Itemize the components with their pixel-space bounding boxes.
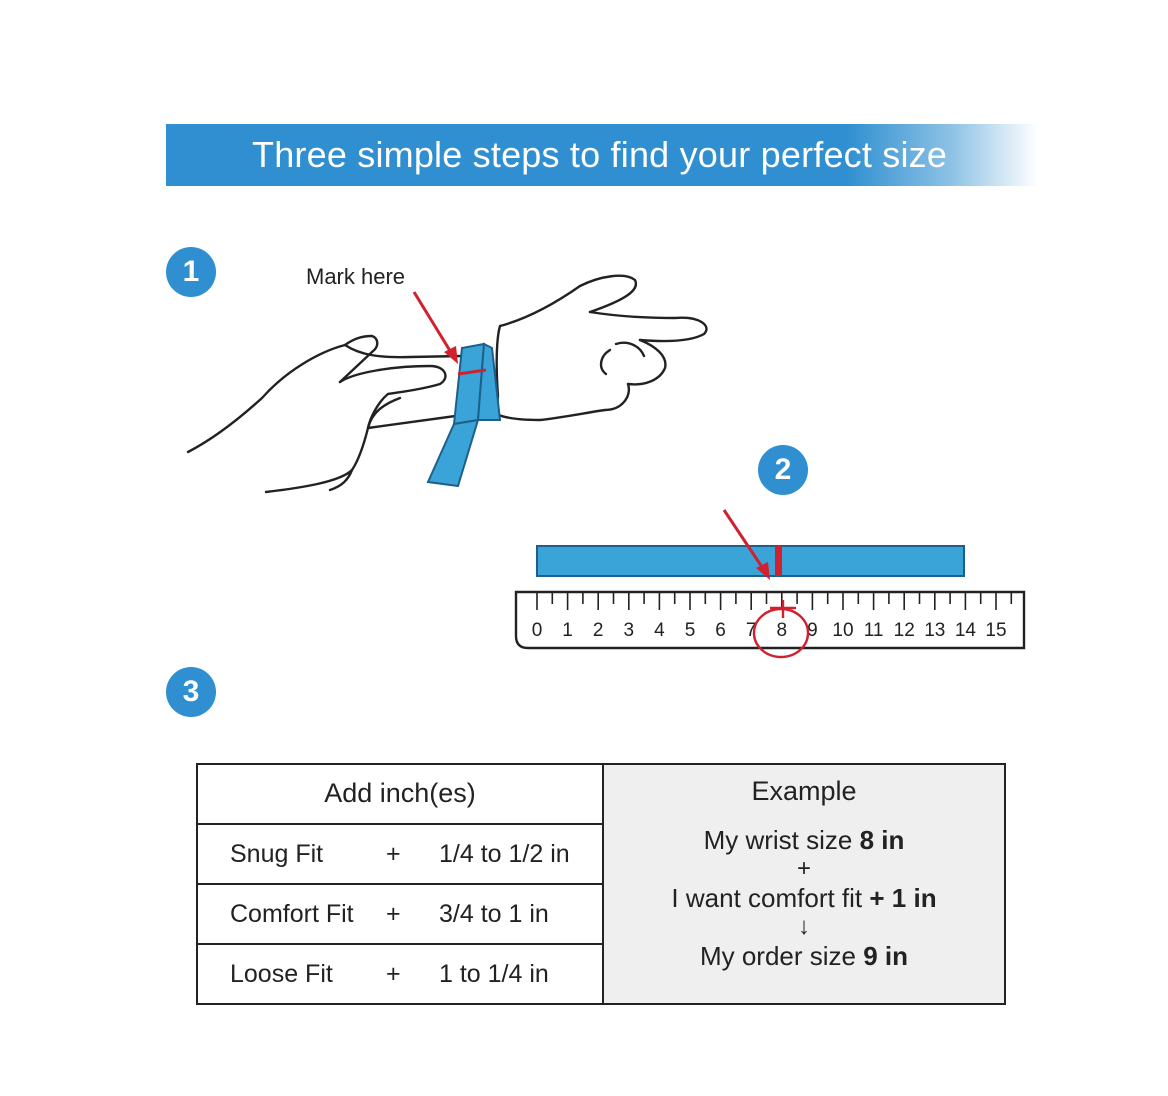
- fit-name: Loose Fit: [230, 960, 333, 988]
- example-fit-line: I want comfort fit + 1 in: [604, 883, 1004, 913]
- example-wrist-line: My wrist size 8 in: [604, 825, 1004, 855]
- ruler-tick-label: 12: [894, 620, 915, 641]
- ruler-tick-label: 9: [807, 620, 818, 641]
- ruler-tick-label: 3: [624, 620, 635, 641]
- down-arrow-icon: ↓: [798, 913, 810, 940]
- ruler-tick-label: 7: [746, 620, 757, 641]
- value-highlight-circle: [752, 607, 810, 659]
- ruler-tick-label: 5: [685, 620, 696, 641]
- ruler-tick-label: 1: [562, 620, 573, 641]
- step-2-badge: 2: [758, 445, 808, 495]
- plus-sign: +: [386, 840, 401, 868]
- ruler-tick-label: 13: [924, 620, 945, 641]
- fit-amount: 1 to 1/4 in: [439, 960, 549, 988]
- table-row: Comfort Fit + 3/4 to 1 in: [198, 885, 602, 945]
- example-order-value: 9 in: [863, 941, 909, 971]
- ruler-tick-label: 14: [955, 620, 977, 641]
- ruler-tick-label: 15: [985, 620, 1006, 641]
- fit-name: Snug Fit: [230, 840, 324, 868]
- ruler-tick-label: 2: [593, 620, 604, 641]
- ruler-tick-label: 0: [532, 620, 543, 641]
- ruler-tick-label: 8: [777, 620, 788, 641]
- ruler: [514, 590, 1026, 650]
- hands-illustration: [186, 274, 708, 494]
- example-panel: Example My wrist size 8 in + I want comf…: [604, 765, 1004, 1003]
- ruler-tick-label: 10: [832, 620, 853, 641]
- example-order-text: My order size: [699, 941, 864, 971]
- ruler-tick-label: 6: [715, 620, 726, 641]
- plus-sign: +: [386, 960, 401, 988]
- ruler-tick-label: 11: [864, 620, 884, 641]
- example-wrist-text: My wrist size: [703, 825, 860, 855]
- fit-amount: 1/4 to 1/2 in: [439, 840, 570, 868]
- fit-table: Add inch(es) Snug Fit + 1/4 to 1/2 in Co…: [196, 763, 1006, 1005]
- example-order-line: My order size 9 in: [604, 941, 1004, 971]
- example-header: Example: [751, 776, 857, 806]
- ruler-arrow: [722, 509, 770, 580]
- banner-title: Three simple steps to find your perfect …: [252, 134, 948, 175]
- table-row: Loose Fit + 1 to 1/4 in: [198, 945, 602, 1005]
- mark-arrow: [412, 291, 458, 364]
- example-wrist-value: 8 in: [859, 825, 905, 855]
- fit-amount: 3/4 to 1 in: [439, 900, 549, 928]
- add-inches-panel: Add inch(es) Snug Fit + 1/4 to 1/2 in Co…: [198, 765, 604, 1003]
- step-1-badge: 1: [166, 247, 216, 297]
- example-fit-text: I want comfort fit: [671, 883, 870, 913]
- title-banner: Three simple steps to find your perfect …: [166, 124, 1038, 186]
- table-row: Snug Fit + 1/4 to 1/2 in: [198, 825, 602, 885]
- step-3-badge: 3: [166, 667, 216, 717]
- example-plus: +: [796, 855, 811, 882]
- plus-sign: +: [386, 900, 401, 928]
- add-inches-header: Add inch(es): [198, 765, 602, 825]
- mark-here-label: Mark here: [306, 264, 406, 289]
- ruler-mark: [752, 600, 810, 659]
- example-fit-value: + 1 in: [869, 883, 937, 913]
- fit-name: Comfort Fit: [230, 900, 354, 928]
- wrist-tape: [426, 342, 502, 488]
- ruler-tick-label: 4: [654, 620, 665, 641]
